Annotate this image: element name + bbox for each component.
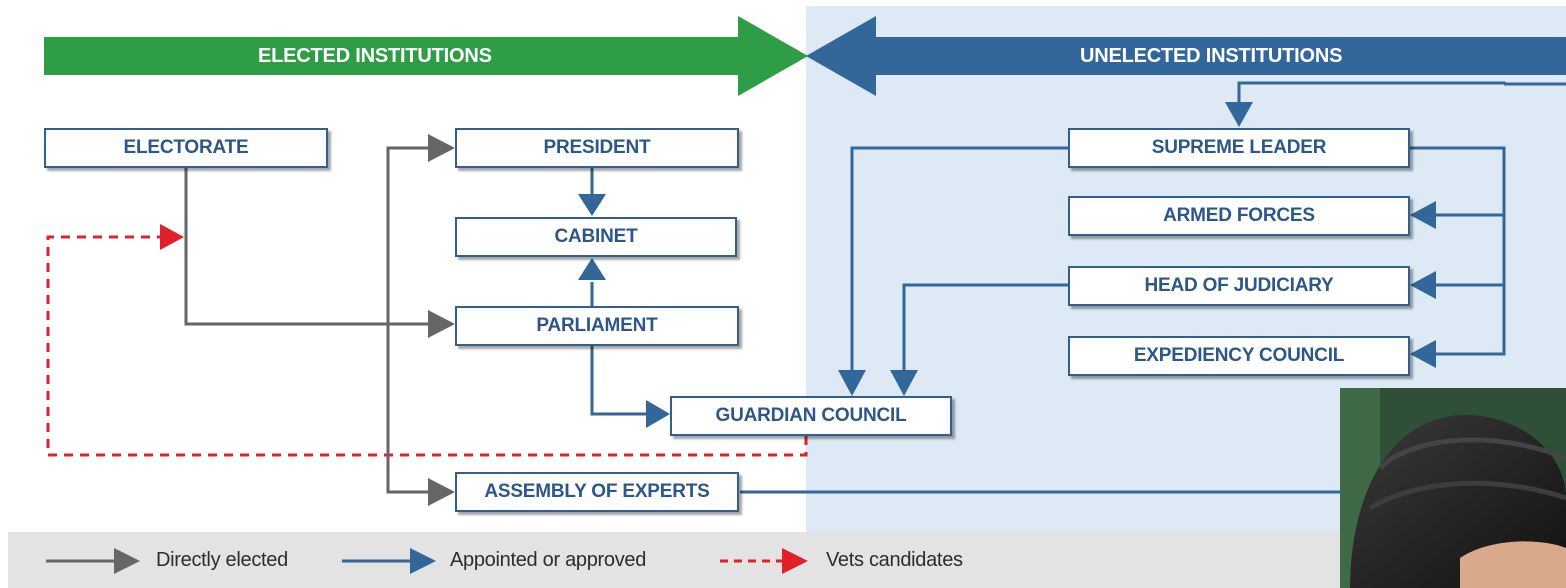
cabinet-box: CABINET [455, 217, 737, 257]
assembly-of-experts-box: ASSEMBLY OF EXPERTS [455, 472, 739, 512]
president-box: PRESIDENT [455, 128, 739, 168]
legend-vets-icon [720, 548, 808, 574]
guardian-council-box: GUARDIAN COUNCIL [670, 396, 952, 436]
portrait-photo-icon [1340, 388, 1566, 588]
vets-connector [46, 224, 808, 457]
supreme-leader-box: SUPREME LEADER [1068, 128, 1410, 168]
head-of-judiciary-box: HEAD OF JUDICIARY [1068, 266, 1410, 306]
appointed-connectors [590, 81, 1566, 494]
legend-appointed-label: Appointed or approved [450, 549, 647, 571]
legend-directly-elected-label: Directly elected [156, 549, 288, 571]
directly-elected-connectors [184, 146, 430, 494]
armed-forces-box: ARMED FORCES [1068, 196, 1410, 236]
appointed-arrowheads [578, 102, 1436, 428]
electorate-box: ELECTORATE [44, 128, 328, 168]
directly-elected-arrowheads [428, 134, 455, 506]
elected-banner-arrow [44, 16, 808, 96]
legend-appointed-icon [342, 548, 436, 574]
parliament-box: PARLIAMENT [455, 306, 739, 346]
unelected-banner-arrow [806, 16, 1566, 96]
legend-vets-label: Vets candidates [826, 549, 963, 571]
expediency-council-box: EXPEDIENCY COUNCIL [1068, 336, 1410, 376]
legend-directly-elected-icon [46, 548, 140, 574]
elected-banner-label: ELECTED INSTITUTIONS [258, 45, 492, 67]
unelected-banner-label: UNELECTED INSTITUTIONS [1080, 45, 1343, 67]
